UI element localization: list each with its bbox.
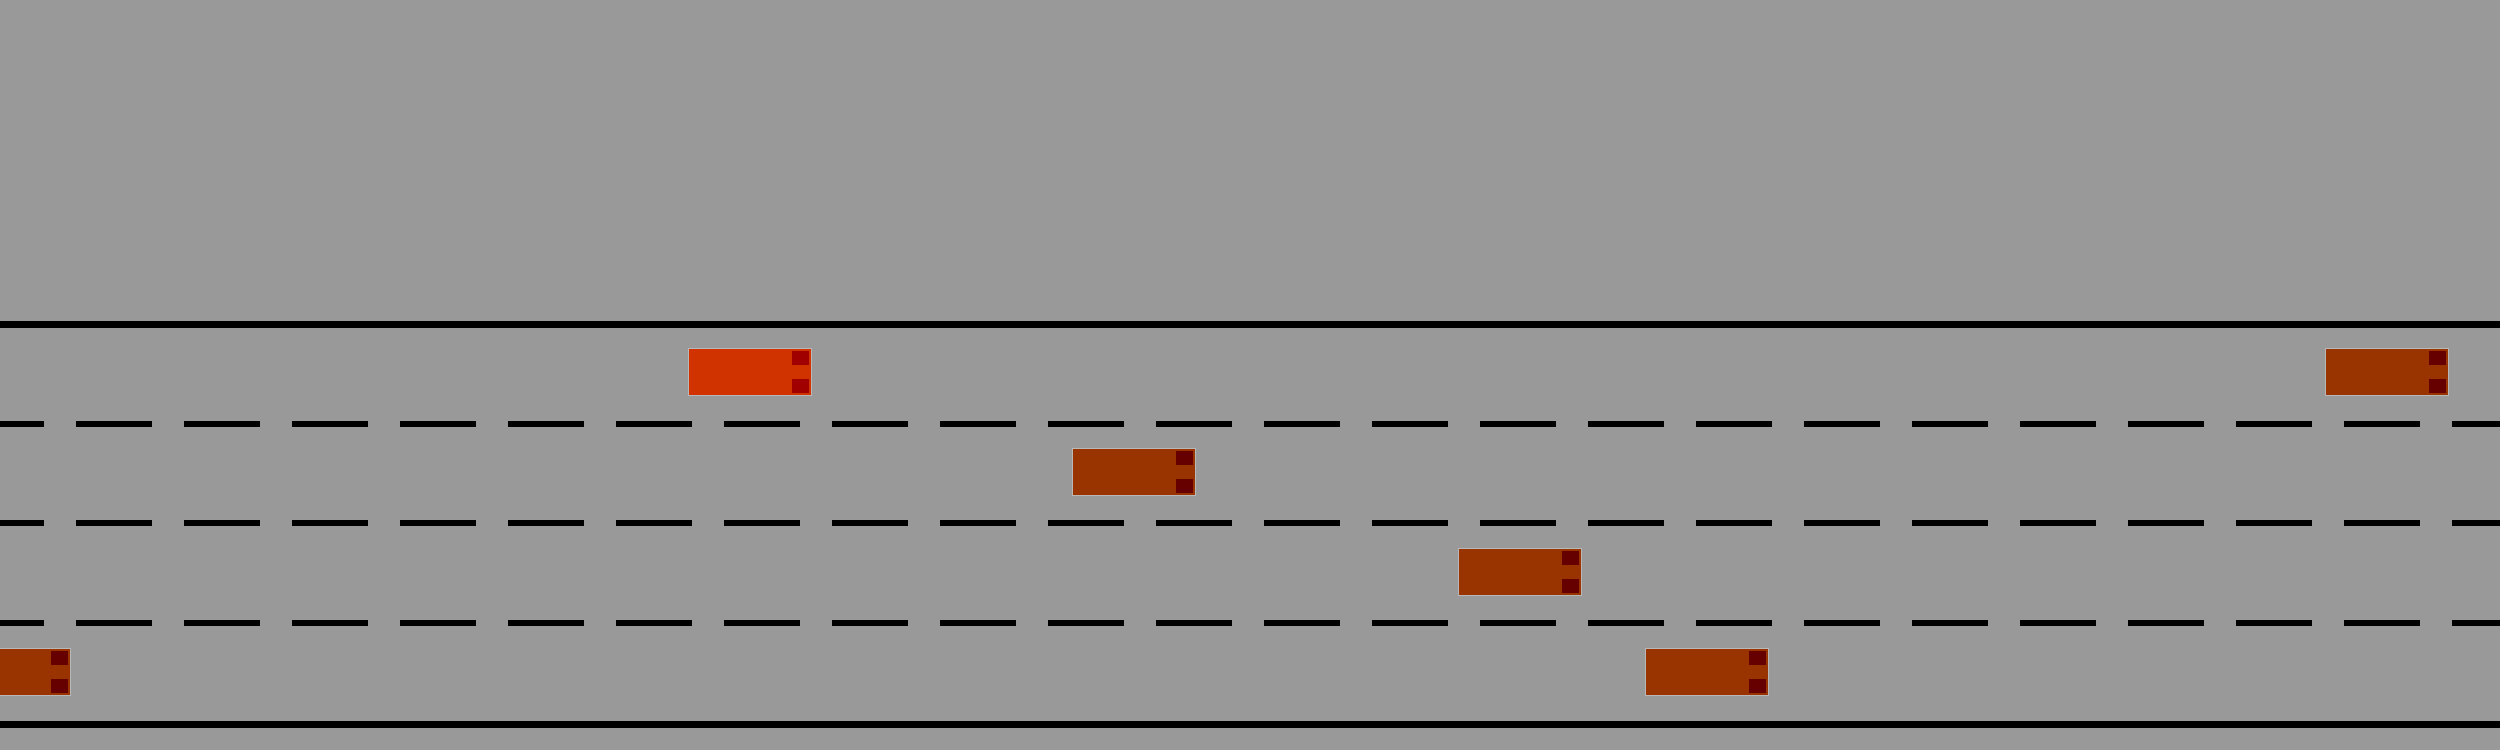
tail-light-top	[51, 651, 68, 665]
tail-light-top	[1176, 451, 1193, 465]
tail-light-top	[1562, 551, 1579, 565]
lane-divider-1	[0, 421, 2500, 427]
lane-divider-2	[0, 520, 2500, 526]
tail-light-bottom	[1749, 679, 1766, 693]
tail-light-bottom	[2429, 379, 2446, 393]
other-vehicle	[1645, 648, 1769, 696]
other-vehicle	[1458, 548, 1582, 596]
tail-light-top	[2429, 351, 2446, 365]
road-bottom-edge	[0, 721, 2500, 728]
other-vehicle	[2325, 348, 2449, 396]
other-vehicle	[0, 648, 71, 696]
tail-light-top	[792, 351, 809, 365]
tail-light-top	[1749, 651, 1766, 665]
lane-divider-3	[0, 620, 2500, 626]
tail-light-bottom	[1562, 579, 1579, 593]
tail-light-bottom	[1176, 479, 1193, 493]
other-vehicle	[1072, 448, 1196, 496]
tail-light-bottom	[51, 679, 68, 693]
ego-vehicle	[688, 348, 812, 396]
road-top-edge	[0, 321, 2500, 328]
tail-light-bottom	[792, 379, 809, 393]
